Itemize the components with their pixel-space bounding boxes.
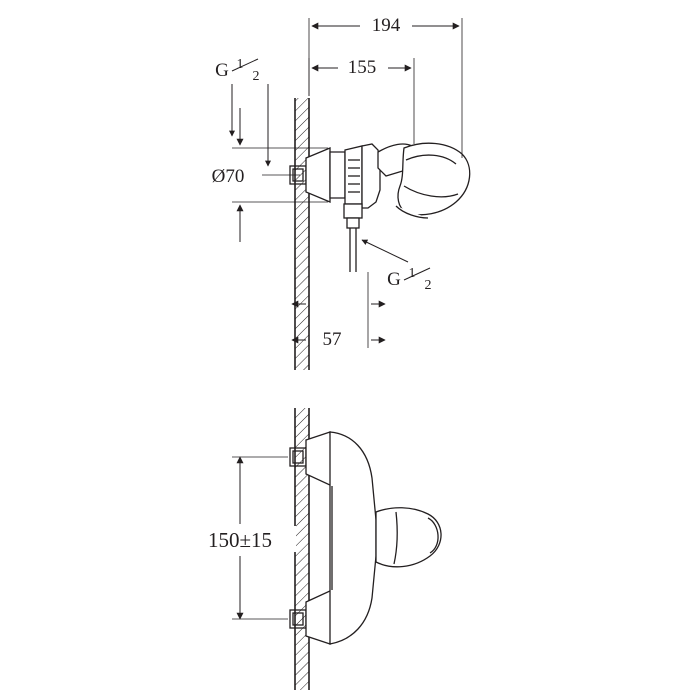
escutcheon-cone-upper bbox=[305, 431, 333, 488]
dimension-155: 155 bbox=[308, 55, 415, 144]
dimension-194: 194 bbox=[308, 13, 463, 158]
wall-section-top bbox=[294, 98, 310, 370]
view-side-elevation: 194 155 G 1 2 bbox=[196, 13, 471, 370]
callout-thread-inlet: G 1 2 bbox=[215, 57, 271, 167]
dimension-57: 57 bbox=[291, 272, 386, 350]
escutcheon-cone-lower bbox=[305, 588, 333, 645]
dimension-194-label: 194 bbox=[372, 15, 401, 36]
mixer-body-front bbox=[329, 431, 377, 645]
outlet-spigot-top bbox=[343, 203, 363, 272]
dimension-diameter-70: Ø70 bbox=[196, 108, 328, 242]
callout-thread-outlet-g: G bbox=[387, 269, 401, 290]
dimension-155-label: 155 bbox=[348, 57, 377, 78]
callout-thread-inlet-g: G bbox=[215, 60, 229, 81]
mixer-body-top bbox=[344, 143, 381, 209]
view-front-elevation: 150±15 bbox=[184, 408, 442, 690]
callout-thread-outlet-numerator: 1 bbox=[409, 266, 416, 281]
dimension-57-label: 57 bbox=[323, 329, 342, 350]
escutcheon-cone-top bbox=[305, 147, 346, 203]
dimension-150-label: 150±15 bbox=[208, 528, 272, 552]
lever-handle-front bbox=[375, 507, 442, 568]
callout-thread-inlet-denominator: 2 bbox=[253, 69, 260, 84]
callout-thread-inlet-numerator: 1 bbox=[237, 57, 244, 72]
dimension-150-tolerance: 150±15 bbox=[184, 456, 296, 620]
lever-handle-top bbox=[377, 142, 471, 219]
callout-thread-outlet: G 1 2 bbox=[361, 239, 432, 293]
callout-thread-outlet-denominator: 2 bbox=[425, 278, 432, 293]
dimension-diameter-70-label: Ø70 bbox=[212, 166, 245, 187]
